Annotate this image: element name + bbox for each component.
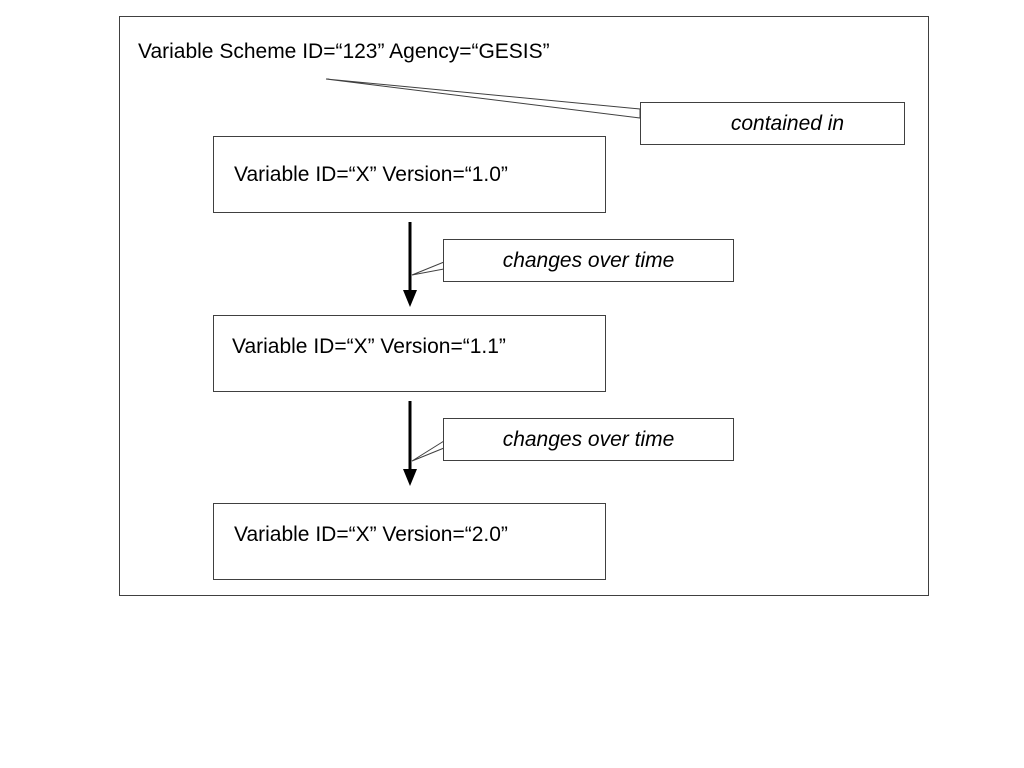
variable-scheme-title: Variable Scheme ID=“123” Agency=“GESIS” <box>138 40 550 63</box>
variable-version-label-2: Variable ID=“X” Version=“1.1” <box>232 335 506 358</box>
variable-version-box-2: Variable ID=“X” Version=“1.1” <box>213 315 606 392</box>
changes-over-time-label-2: changes over time <box>502 428 675 451</box>
contained-in-label: contained in <box>730 112 845 135</box>
variable-scheme-container <box>119 16 929 596</box>
changes-over-time-label-1: changes over time <box>502 249 675 272</box>
variable-version-box-3: Variable ID=“X” Version=“2.0” <box>213 503 606 580</box>
variable-version-box-1: Variable ID=“X” Version=“1.0” <box>213 136 606 213</box>
variable-version-label-1: Variable ID=“X” Version=“1.0” <box>234 163 508 186</box>
changes-over-time-callout-1: changes over time <box>443 239 734 282</box>
changes-over-time-callout-2: changes over time <box>443 418 734 461</box>
contained-in-callout: contained in <box>640 102 905 145</box>
variable-version-label-3: Variable ID=“X” Version=“2.0” <box>234 523 508 546</box>
